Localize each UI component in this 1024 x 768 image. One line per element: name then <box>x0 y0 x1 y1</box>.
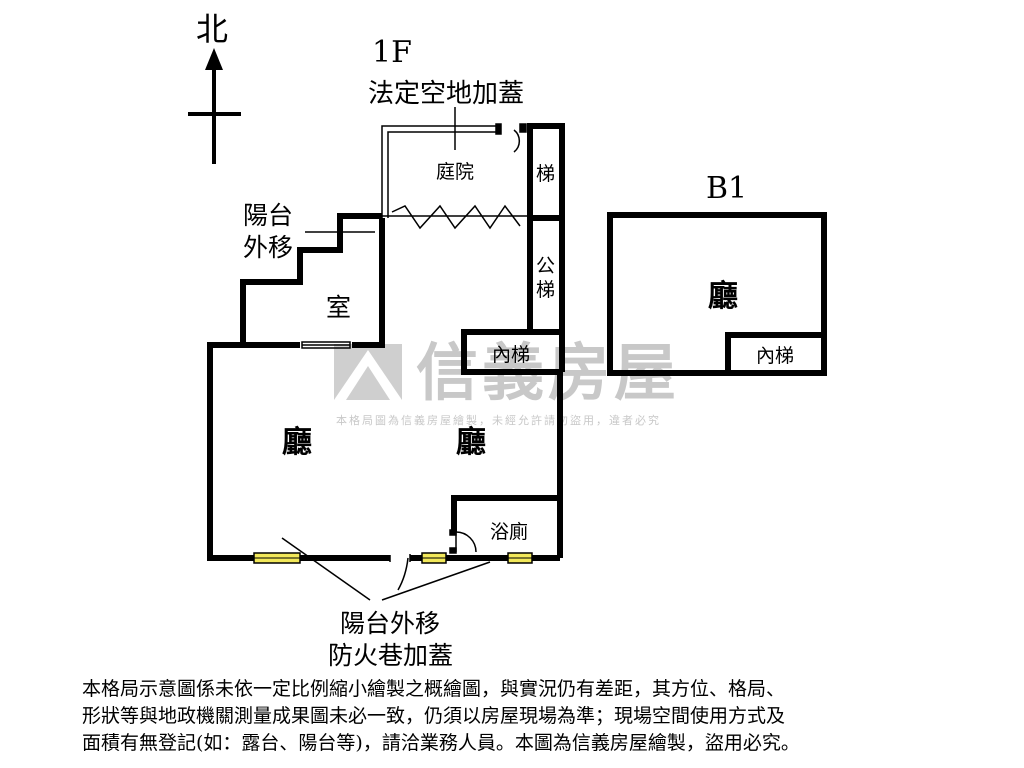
balcony-shift-label-2: 外移 <box>243 233 293 262</box>
legal-space-addition-label: 法定空地加蓋 <box>368 79 524 109</box>
floor-1f: 1F 法定空地加蓋 庭院 梯 公 梯 內梯 陽台 <box>207 35 565 670</box>
bathroom-label: 浴廁 <box>490 520 528 543</box>
floor-1f-title: 1F <box>372 35 412 70</box>
floor-b1: B1 廳 內梯 <box>607 171 827 376</box>
floor-b1-title: B1 <box>706 171 747 206</box>
bottom-note-label-1: 陽台外移 <box>340 609 440 638</box>
disclaimer-line: 面積有無登記(如：露台、陽台等)，請洽業務人員。本圖為信義房屋繪製，盜用必究。 <box>82 732 800 754</box>
yard-label: 庭院 <box>436 161 474 183</box>
hall-label-left: 廳 <box>282 425 312 460</box>
disclaimer-line: 形狀等與地政機關測量成果圖未必一致，仍須以房屋現場為準；現場空間使用方式及 <box>82 705 786 727</box>
b1-interior-stairs-label: 內梯 <box>756 345 794 367</box>
disclaimer-line: 本格局示意圖係未依一定比例縮小繪製之概繪圖，與實況仍有差距，其方位、格局、 <box>82 678 786 700</box>
watermark-notice: 本格局圖為信義房屋繪製，未經允許請勿盜用，違者必究 <box>336 413 661 427</box>
public-stairs-label-2: 梯 <box>536 279 555 301</box>
b1-hall-label: 廳 <box>708 279 738 314</box>
brand-logo-icon <box>334 344 402 400</box>
disclaimer-text: 本格局示意圖係未依一定比例縮小繪製之概繪圖，與實況仍有差距，其方位、格局、 形狀… <box>82 676 982 757</box>
north-label: 北 <box>196 10 228 48</box>
bottom-note-label-2: 防火巷加蓋 <box>328 641 453 670</box>
room-label: 室 <box>326 293 351 322</box>
hall-label-right: 廳 <box>456 425 486 460</box>
balcony-shift-label-1: 陽台 <box>243 201 293 230</box>
public-stairs-label-1: 公 <box>536 255 555 277</box>
stairs-label: 梯 <box>536 163 555 185</box>
interior-stairs-label: 內梯 <box>492 344 530 366</box>
north-compass: 北 <box>188 10 241 164</box>
